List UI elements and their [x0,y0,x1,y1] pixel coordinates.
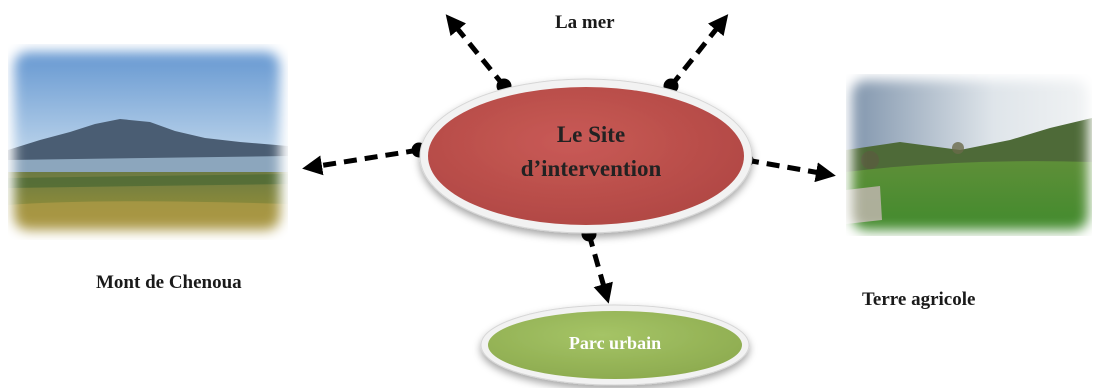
farmland-photo [846,74,1092,236]
site-oval [419,78,753,234]
connector-to-sea-left [445,14,512,94]
site-title: Le Site d’intervention [455,118,727,186]
farmland-label: Terre agricole [862,289,976,310]
site-title-line-2: d’intervention [520,156,662,181]
park-label: Parc urbain [568,333,662,353]
connector-to-park [581,226,613,304]
site-title-line-1: Le Site [556,122,626,147]
sea-label: La mer [555,12,615,33]
park-oval [480,304,750,386]
connector-to-mountain [302,142,427,176]
mountain-label: Mont de Chenoua [96,272,242,293]
mountain-photo [8,44,288,240]
connector-to-sea-right [663,14,729,94]
